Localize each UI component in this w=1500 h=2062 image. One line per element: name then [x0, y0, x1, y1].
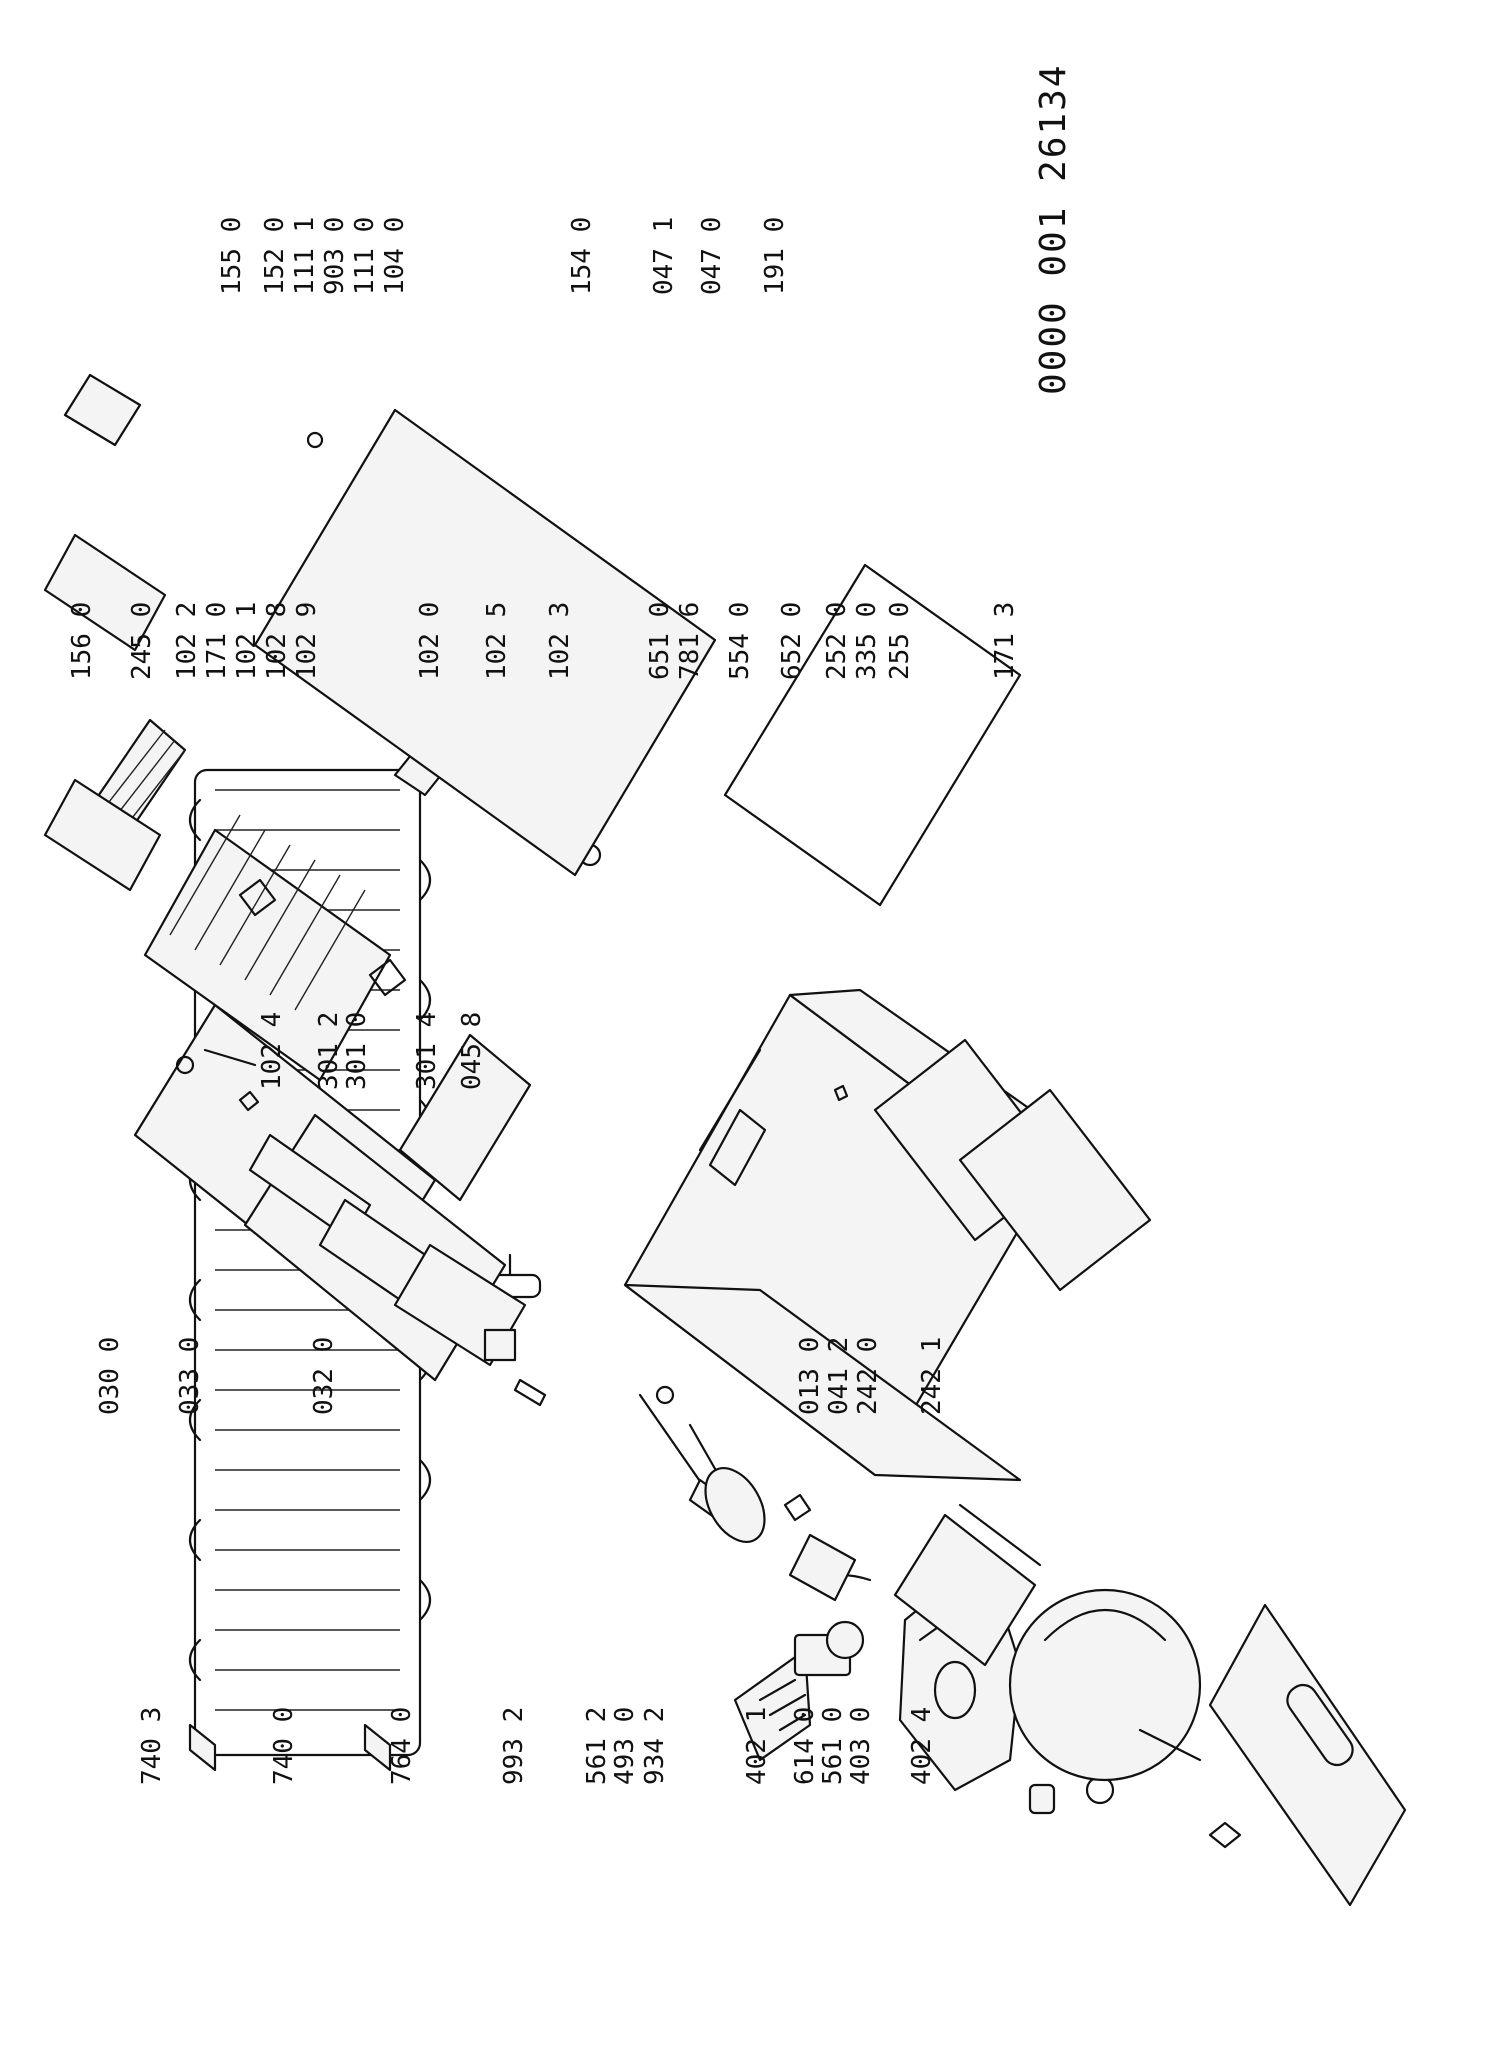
part-label-4030: 403 0: [846, 1707, 876, 1785]
part-label-1028: 102 8: [262, 602, 292, 680]
part-hinge-upper: [708, 1108, 767, 1187]
part-egg-tray-1550: [63, 373, 142, 447]
part-hinge-0471: [238, 878, 277, 917]
part-compressor-grommet: [1028, 1783, 1056, 1815]
part-screw-9030: [306, 431, 324, 449]
part-label-1111: 111 1: [290, 217, 320, 295]
document-reference-number: 0000 001 26134: [1033, 64, 1074, 395]
part-label-7816: 781 6: [675, 602, 705, 680]
part-label-9932: 993 2: [499, 1707, 529, 1785]
part-label-6510: 651 0: [645, 602, 675, 680]
part-gasket-1910: [723, 563, 1022, 907]
part-label-1560: 156 0: [67, 602, 97, 680]
part-door-switch: [833, 1084, 849, 1102]
part-knob-1022: [175, 1055, 195, 1075]
part-relay-cover: [733, 1648, 812, 1762]
part-label-4024: 402 4: [907, 1707, 937, 1785]
part-label-0330: 033 0: [175, 1337, 205, 1415]
part-label-0470: 047 0: [697, 217, 727, 295]
part-label-2520: 252 0: [822, 602, 852, 680]
part-label-1910: 191 0: [760, 217, 790, 295]
label-group-interior: 102 4 301 2 301 0 301 4 045 8: [257, 1012, 487, 1090]
part-label-7400: 740 0: [269, 1707, 299, 1785]
part-label-9030: 903 0: [320, 217, 350, 295]
part-label-5610: 561 0: [818, 1707, 848, 1785]
part-label-2421: 242 1: [917, 1337, 947, 1415]
part-label-2420: 242 0: [853, 1337, 883, 1415]
part-label-1710: 171 0: [202, 602, 232, 680]
part-pad-1025: [483, 1328, 517, 1362]
part-compressor-plate: [1208, 1603, 1407, 1907]
part-label-1110: 111 0: [350, 217, 380, 295]
part-label-1713: 171 3: [990, 602, 1020, 680]
part-label-6140: 614 0: [790, 1707, 820, 1785]
part-label-0412: 041 2: [824, 1337, 854, 1415]
part-label-1029: 102 9: [292, 602, 322, 680]
part-glass-shelf-2550: [893, 1513, 1037, 1667]
part-label-7403: 740 3: [137, 1707, 167, 1785]
part-label-1020: 102 0: [415, 602, 445, 680]
part-fan: [704, 1467, 766, 1543]
part-door-panel-1040: [253, 408, 717, 877]
part-lamp: [655, 1385, 675, 1405]
part-label-7640: 764 0: [387, 1707, 417, 1785]
part-label-1023: 102 3: [545, 602, 575, 680]
part-clip-1021: [238, 1090, 260, 1112]
part-door-shelf-1540: [43, 778, 162, 892]
label-group-cabinet: 030 0 033 0 032 0 013 0 041 2 242 0 242 …: [95, 1337, 947, 1415]
part-label-1550: 155 0: [217, 217, 247, 295]
part-label-1024: 102 4: [257, 1012, 287, 1090]
label-group-left: 740 3 740 0 764 0 993 2 561 2 493 0 934 …: [137, 1707, 937, 1785]
part-door-shelf-1520: [43, 533, 167, 652]
part-trim-1713: [958, 1503, 1042, 1567]
part-knob-3350: [825, 1620, 865, 1660]
part-switch-6520: [783, 1493, 812, 1522]
part-label-6520: 652 0: [777, 602, 807, 680]
part-label-1021: 102 1: [232, 602, 262, 680]
part-label-3014: 301 4: [412, 1012, 442, 1090]
part-label-5540: 554 0: [725, 602, 755, 680]
part-crisper-drawer-alt: [958, 1088, 1152, 1292]
part-label-4021: 402 1: [742, 1707, 772, 1785]
part-label-3012: 301 2: [314, 1012, 344, 1090]
part-label-9342: 934 2: [640, 1707, 670, 1785]
part-compressor: [1008, 1588, 1202, 1782]
part-bar-1710: [203, 1048, 257, 1067]
part-label-2450: 245 0: [127, 602, 157, 680]
part-compressor-clip: [1208, 1821, 1242, 1849]
label-group-door: 155 0 152 0 111 1 903 0 111 0 104 0 154 …: [217, 217, 790, 295]
part-label-1022: 102 2: [172, 602, 202, 680]
label-group-evaporator: 156 0 245 0 102 2 171 0 102 1 102 8 102 …: [67, 602, 1020, 680]
part-wire-shelf: [143, 814, 392, 1082]
part-label-0458: 045 8: [457, 1012, 487, 1090]
part-bracket-1023: [513, 1378, 547, 1407]
part-freezer-door: [398, 1033, 532, 1202]
part-label-3010: 301 0: [342, 1012, 372, 1090]
part-housing-2520: [788, 1533, 857, 1602]
part-label-1520: 152 0: [260, 217, 290, 295]
part-label-4930: 493 0: [610, 1707, 640, 1785]
part-label-1025: 102 5: [482, 602, 512, 680]
part-label-1040: 104 0: [380, 217, 410, 295]
part-label-0300: 030 0: [95, 1337, 125, 1415]
part-label-1540: 154 0: [567, 217, 597, 295]
part-label-0130: 013 0: [795, 1337, 825, 1415]
part-label-0320: 032 0: [309, 1337, 339, 1415]
part-label-5612: 561 2: [582, 1707, 612, 1785]
part-label-0471: 047 1: [649, 217, 679, 295]
part-label-3350: 335 0: [852, 602, 882, 680]
part-label-2550: 255 0: [885, 602, 915, 680]
part-hinge-0470: [368, 958, 407, 997]
